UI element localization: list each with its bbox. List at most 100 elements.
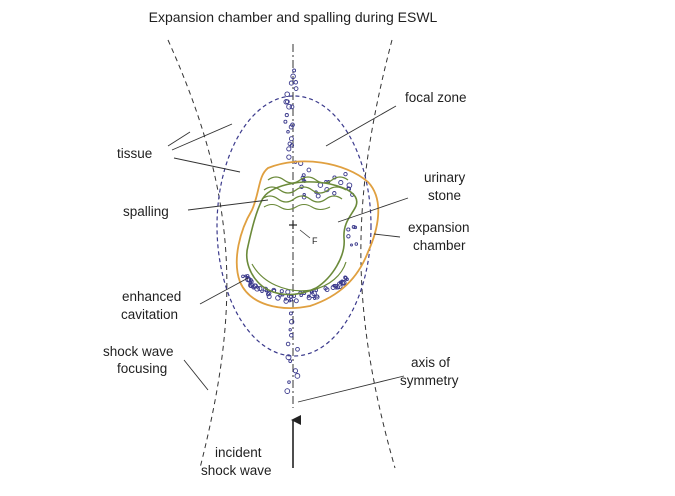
label-incident-shock-wave-line1: incident [215,445,262,460]
label-shock-wave-focusing-line2: focusing [117,361,167,376]
bubble [336,281,343,287]
bubble [337,283,343,289]
label-urinary-stone-line1: urinary [424,170,466,185]
label-expansion-chamber-line1: expansion [408,220,470,235]
bubble [288,124,294,130]
bubble [293,298,299,304]
bubble [313,296,317,300]
label-spalling: spalling [123,204,169,219]
bubble [275,295,281,301]
bubble [345,277,349,282]
bubble [251,285,256,290]
tissue-boundary-right [360,39,396,469]
bubble [350,243,353,247]
bubble [286,146,292,152]
label-enhanced-cavitation-line2: cavitation [121,307,178,322]
bubble [289,294,293,299]
bubble [315,294,319,298]
label-incident-shock-wave-line2: shock wave [201,463,272,478]
leader-tissue-3 [173,157,241,173]
bubble [294,373,301,379]
bubble [283,99,289,105]
label-expansion-chamber-line2: chamber [413,238,466,253]
diagram-title: Expansion chamber and spalling during ES… [149,9,438,25]
bubble [346,227,351,232]
bubble [278,294,282,298]
bubble [288,136,294,142]
bubble [284,388,291,394]
bubble [279,289,284,294]
bubble [284,297,288,301]
bubble [246,277,252,282]
leader-shock-wave-focusing [183,359,209,391]
label-enhanced-cavitation-line1: enhanced [122,289,181,304]
bubble [289,297,293,302]
bubble [241,274,245,279]
bubble [287,380,291,384]
bubble [283,298,289,304]
bubble [289,319,295,325]
label-focal-zone: focal zone [405,90,467,105]
bubble [286,154,292,160]
bubble [288,80,294,86]
focal-zone-ellipse [216,95,372,357]
bubble [306,167,312,173]
bubble [354,242,359,246]
bubble [289,143,295,148]
bubble [284,113,289,118]
bubble [245,274,250,279]
bubble [289,333,294,338]
label-axis-of-symmetry-line1: axis of [411,355,450,370]
leader-urinary-stone [337,197,409,223]
bubble [309,292,315,298]
spalling-layer-2 [263,186,347,194]
label-axis-of-symmetry-line2: symmetry [400,373,459,388]
cavitation-bubbles [241,68,359,394]
bubble [248,282,252,286]
tissue-boundary-left [167,39,228,469]
urinary-stone-outline [246,181,358,296]
bubble [286,103,292,110]
leader-focal-zone [325,105,397,147]
bubble [248,280,253,285]
bubble [285,289,291,295]
bubble [285,341,291,347]
leader-axis-of-symmetry [297,375,405,403]
bubble [343,171,348,177]
focal-point-label: F [312,236,318,246]
bubble [283,119,288,124]
bubble [292,368,299,374]
bubble [244,274,248,278]
bubble [315,193,321,199]
bubble [288,359,293,363]
focal-point-marker [289,221,311,239]
bubble [293,86,299,91]
leader-tissue-1 [171,123,233,151]
bubble [290,73,296,80]
bubble [332,191,337,196]
label-shock-wave-focusing-line1: shock wave [103,344,174,359]
bubble [285,354,292,361]
leader-spalling [187,199,269,211]
bubble [351,224,356,229]
bubble [343,275,348,280]
bubble [346,182,353,189]
bubble [293,80,299,85]
bubble [346,234,351,239]
cavitation-crescent [251,261,347,292]
bubble [288,328,292,332]
bubble [301,173,306,178]
bubble [289,104,295,110]
bubble [292,68,297,73]
label-urinary-stone-line2: stone [428,188,461,203]
bubble [266,292,271,297]
bubble [330,285,336,290]
leader-tissue-2 [167,131,191,147]
bubble [257,286,263,292]
bubble [284,91,290,97]
spalling-layer-3 [261,195,343,203]
expansion-chamber-outline [235,160,380,309]
leader-enhanced-cavitation [199,277,249,305]
spalling-layer-4 [263,203,331,211]
